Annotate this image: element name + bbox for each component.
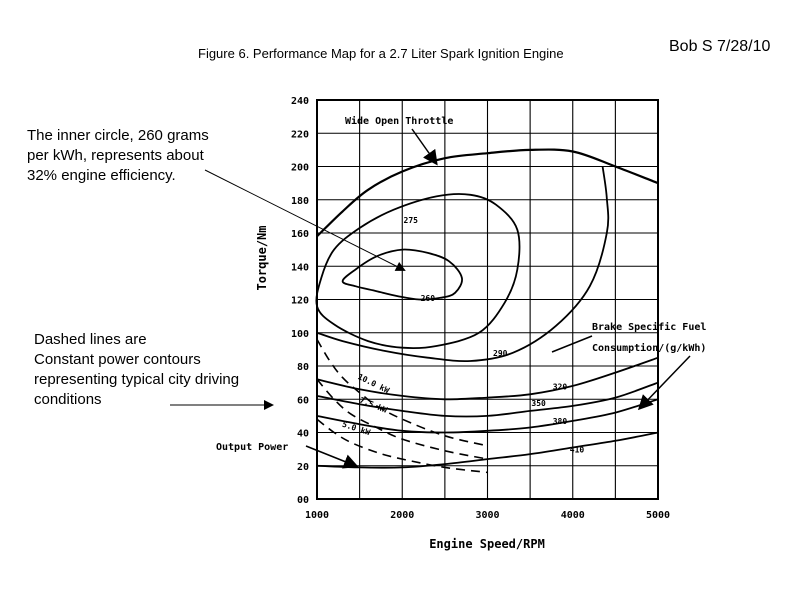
y-tick-label: 40 (297, 429, 309, 440)
power-contour-2 (316, 418, 488, 474)
note-line: Constant power contours (34, 351, 201, 368)
wot-curve (316, 148, 659, 238)
figure-title: Figure 6. Performance Map for a 2.7 Lite… (198, 46, 564, 61)
y-tick-label: 20 (297, 462, 309, 473)
x-tick-label: 5000 (646, 510, 670, 521)
bsfc-annotation-line1: Brake Specific Fuel (592, 321, 706, 333)
bsfc-label-410: 410 (570, 445, 585, 454)
note-line: conditions (34, 391, 102, 408)
bsfc-contour-350 (316, 381, 659, 418)
author-stamp: Bob S 7/28/10 (669, 38, 771, 55)
x-axis-label: Engine Speed/RPM (429, 537, 545, 551)
bsfc-label-275: 275 (404, 216, 419, 225)
note-line: representing typical city driving (34, 371, 240, 388)
bsfc-contour-380 (316, 398, 659, 434)
bsfc-contour-410 (316, 431, 659, 469)
bsfc-annotation-line2: Consumption/(g/kWh) (592, 342, 706, 354)
bsfc-pointer-1 (551, 335, 593, 353)
x-tick-label: 3000 (475, 510, 499, 521)
note-line: per kWh, represents about (27, 147, 204, 164)
x-tick-label: 1000 (305, 510, 329, 521)
circle-leader-line (204, 169, 406, 271)
note-inner-circle: The inner circle, 260 grams per kWh, rep… (27, 126, 209, 186)
bsfc-contour-275 (315, 193, 521, 350)
y-tick-label: 80 (297, 362, 309, 373)
bsfc-label-260: 260 (421, 294, 436, 303)
power-contour-0 (316, 338, 488, 447)
y-tick-label: 180 (291, 196, 309, 207)
y-tick-label: 240 (291, 96, 309, 107)
power-contour-1 (316, 378, 488, 460)
bsfc-pointer-2 (637, 355, 691, 411)
output-power-annotation: Output Power (216, 442, 288, 453)
bsfc-label-320: 320 (553, 382, 568, 391)
y-tick-label: 00 (297, 495, 309, 506)
wot-arrow (411, 128, 438, 166)
y-tick-label: 140 (291, 262, 309, 273)
bsfc-contour-320 (316, 356, 659, 401)
bsfc-contour-260 (341, 248, 463, 301)
note-line: 32% engine efficiency. (27, 167, 176, 184)
power-label: 7.5 kW (358, 396, 388, 415)
grid (316, 99, 659, 500)
bsfc-label-380: 380 (553, 417, 568, 426)
bsfc-label-290: 290 (493, 349, 508, 358)
output-power-pointer (305, 445, 359, 469)
note-line: The inner circle, 260 grams (27, 127, 209, 144)
y-tick-label: 100 (291, 329, 309, 340)
x-tick-label: 2000 (390, 510, 414, 521)
y-tick-label: 60 (297, 395, 309, 406)
y-tick-label: 200 (291, 163, 309, 174)
note-line: Dashed lines are (34, 331, 147, 348)
note-dashed-lines: Dashed lines are Constant power contours… (34, 330, 239, 410)
bsfc-contour-290 (316, 166, 610, 363)
bsfc-label-350: 350 (531, 399, 546, 408)
wot-annotation: Wide Open Throttle (345, 115, 453, 127)
y-tick-label: 120 (291, 296, 309, 307)
y-tick-label: 160 (291, 229, 309, 240)
y-axis-label: Torque/Nm (255, 225, 269, 290)
y-tick-label: 220 (291, 129, 309, 140)
curves (315, 148, 659, 474)
x-tick-label: 4000 (561, 510, 585, 521)
